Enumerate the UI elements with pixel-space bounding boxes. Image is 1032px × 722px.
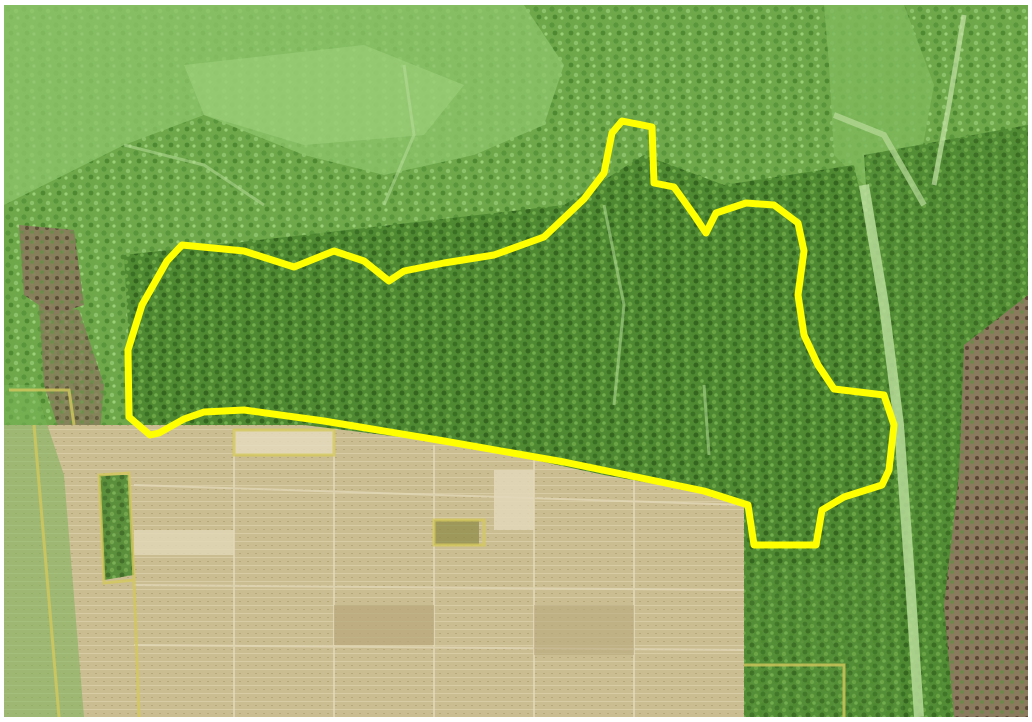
aerial-map[interactable]: [4, 5, 1028, 717]
field-dark-plot: [334, 605, 434, 645]
track-corridor-ne: [931, 14, 967, 186]
field-light-strip-2: [234, 430, 334, 455]
field-dark-plot-2: [534, 605, 634, 655]
track-corridor[interactable]: [859, 184, 924, 717]
field-patch-green: [434, 520, 479, 545]
soil-strip-west: [39, 305, 104, 445]
parcel-boundary[interactable]: [124, 117, 898, 549]
trails: [123, 64, 711, 456]
track-corridor-north: [832, 112, 927, 207]
soil-patch-west: [19, 225, 84, 315]
field-light-strip-1: [134, 530, 234, 555]
small-tree-patch: [99, 475, 134, 580]
forest-south-east: [734, 525, 924, 717]
field-plots: [133, 430, 745, 717]
north-clearing-2: [184, 45, 464, 145]
soil-patch-east: [944, 295, 1028, 717]
field-light-strip-3: [494, 470, 534, 530]
parcel-lines: [9, 388, 846, 717]
